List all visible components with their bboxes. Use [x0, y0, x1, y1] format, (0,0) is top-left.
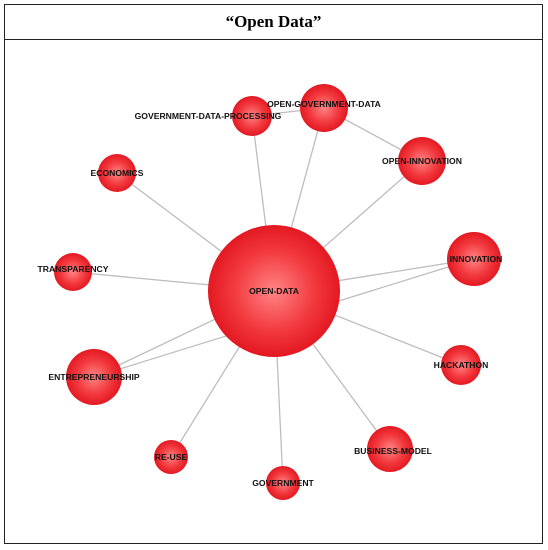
node-circle-re-use — [154, 440, 188, 474]
node-government: GOVERNMENT — [252, 466, 315, 500]
node-open-government-data: OPEN-GOVERNMENT-DATA — [267, 84, 381, 132]
node-circle-transparency — [54, 253, 92, 291]
node-label-entrepreneurship: ENTREPRENEURSHIP — [48, 372, 139, 382]
node-label-open-data: OPEN-DATA — [249, 286, 299, 296]
node-circle-entrepreneurship — [66, 349, 122, 405]
node-government-data-processing: GOVERNMENT-DATA-PROCESSING — [135, 96, 282, 136]
node-label-government-data-processing: GOVERNMENT-DATA-PROCESSING — [135, 111, 282, 121]
node-label-government: GOVERNMENT — [252, 478, 314, 488]
diagram-title: “Open Data” — [225, 12, 322, 31]
node-circle-open-innovation — [398, 137, 446, 185]
node-label-transparency: TRANSPARENCY — [38, 264, 109, 274]
node-innovation: INNOVATION — [447, 232, 502, 286]
node-label-innovation: INNOVATION — [450, 254, 503, 264]
node-label-hackathon: HACKATHON — [434, 360, 489, 370]
node-label-open-government-data: OPEN-GOVERNMENT-DATA — [267, 99, 381, 109]
node-economics: ECONOMICS — [91, 154, 144, 192]
node-entrepreneurship: ENTREPRENEURSHIP — [48, 349, 140, 405]
node-circle-government-data-processing — [232, 96, 272, 136]
node-open-innovation: OPEN-INNOVATION — [382, 137, 462, 185]
node-label-economics: ECONOMICS — [91, 168, 144, 178]
node-circle-government — [266, 466, 300, 500]
title-bar: “Open Data” — [5, 5, 542, 40]
node-label-re-use: RE-USE — [155, 452, 188, 462]
node-circle-open-government-data — [300, 84, 348, 132]
node-re-use: RE-USE — [154, 440, 188, 474]
node-transparency: TRANSPARENCY — [38, 253, 109, 291]
node-business-model: BUSINESS-MODEL — [354, 426, 432, 472]
node-hackathon: HACKATHON — [434, 345, 489, 385]
node-circle-innovation — [447, 232, 501, 286]
node-layer: OPEN-DATA GOVERNMENT-DATA-PROCESSING OPEN-… — [38, 84, 502, 500]
node-circle-business-model — [367, 426, 413, 472]
node-open-data: OPEN-DATA — [208, 225, 340, 357]
node-circle-open-data — [208, 225, 340, 357]
node-circle-economics — [98, 154, 136, 192]
node-label-open-innovation: OPEN-INNOVATION — [382, 156, 462, 166]
node-circle-hackathon — [441, 345, 481, 385]
node-label-business-model: BUSINESS-MODEL — [354, 446, 432, 456]
